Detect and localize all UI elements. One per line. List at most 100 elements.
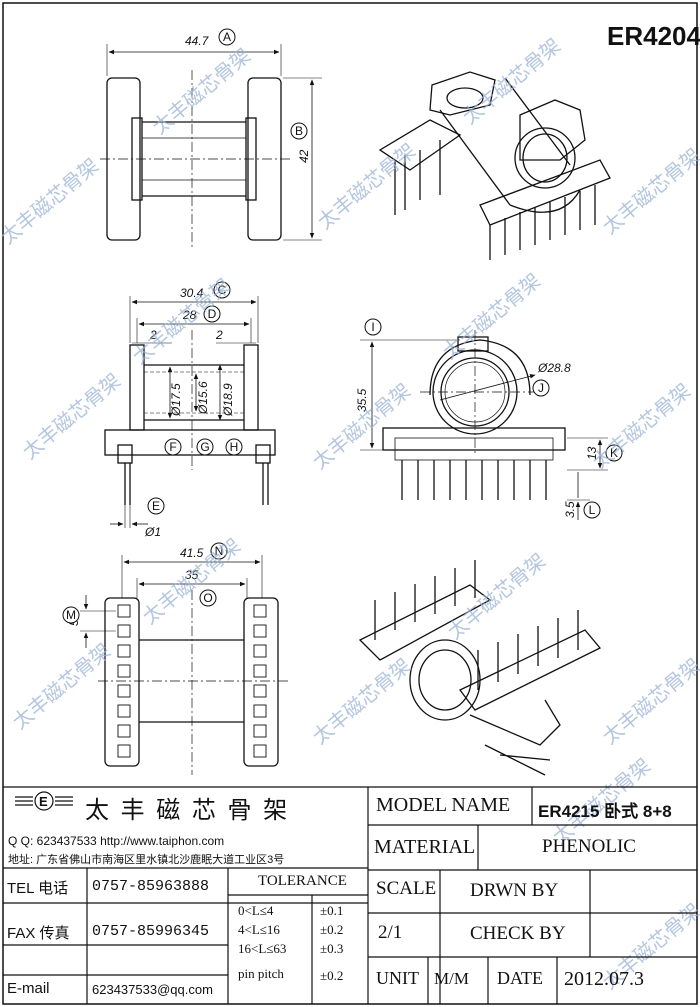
watermark-text: 太丰磁芯骨架 xyxy=(443,548,550,644)
svg-text:D: D xyxy=(208,307,217,321)
tolerance-value-4: ±0.2 xyxy=(320,968,344,983)
callout-B: B xyxy=(290,122,308,140)
company-name: 太 丰 磁 芯 骨 架 xyxy=(85,796,290,824)
watermark-text: 太丰磁芯骨架 xyxy=(438,268,545,364)
dim-E: Ø1 xyxy=(144,525,161,539)
watermark-text: 太丰磁芯骨架 xyxy=(308,653,415,749)
unit-value: M/M xyxy=(434,969,469,988)
company-logo xyxy=(15,791,73,811)
email-label: E-mail xyxy=(7,980,50,997)
callout-D: D xyxy=(203,305,221,323)
tolerance-value-3: ±0.3 xyxy=(320,941,344,956)
dim-O: 35 xyxy=(185,568,199,582)
date-label: DATE xyxy=(497,968,543,988)
title-block-grid xyxy=(3,786,697,1004)
tolerance-range-4: pin pitch xyxy=(238,966,284,981)
svg-text:O: O xyxy=(203,591,212,605)
material-value: PHENOLIC xyxy=(542,836,636,857)
callout-M: M xyxy=(62,606,80,624)
svg-text:N: N xyxy=(215,544,224,558)
watermark-text: 太丰磁芯骨架 xyxy=(18,368,125,464)
watermark-text: 太丰磁芯骨架 xyxy=(598,653,700,749)
company-address: 地址: 广东省佛山市南海区里水镇北沙鹿眠大道工业区3号 xyxy=(8,854,285,866)
dim-L: 3.5 xyxy=(563,501,577,518)
callout-N: N xyxy=(210,542,228,560)
svg-text:H: H xyxy=(230,440,239,454)
dim-K: 13 xyxy=(585,446,599,460)
view-front xyxy=(104,296,276,528)
dim-N: 41.5 xyxy=(180,546,204,560)
callout-J: J xyxy=(532,379,550,397)
tolerance-range-3: 16<L≤63 xyxy=(238,941,287,956)
callout-O: O xyxy=(199,589,217,607)
watermark-text: 太丰磁芯骨架 xyxy=(148,43,255,139)
check-by-label: CHECK BY xyxy=(470,923,566,944)
company-qq-web: Q Q: 623437533 http://www.taiphon.com xyxy=(8,834,225,848)
tolerance-range-1: 0<L≤4 xyxy=(238,903,274,918)
svg-text:A: A xyxy=(223,30,231,44)
callout-G: G xyxy=(196,438,214,456)
drawn-by-label: DRWN BY xyxy=(470,880,559,901)
dim-A: 44.7 xyxy=(185,34,210,48)
svg-text:G: G xyxy=(200,440,209,454)
dim-F: Ø17.5 xyxy=(169,383,183,417)
dim-I: 35.5 xyxy=(355,388,369,412)
dim-J: Ø28.8 xyxy=(537,361,571,375)
tolerance-header: TOLERANCE xyxy=(258,873,347,889)
callout-E: E xyxy=(147,497,165,515)
unit-label: UNIT xyxy=(376,968,419,988)
dim-flange-left: 2 xyxy=(149,328,157,342)
fax-value: 0757-85996345 xyxy=(92,923,210,940)
tel-value: 0757-85963888 xyxy=(92,878,210,895)
callout-H: H xyxy=(225,438,243,456)
svg-text:J: J xyxy=(538,381,544,395)
tolerance-value-1: ±0.1 xyxy=(320,903,344,918)
material-label: MATERIAL xyxy=(374,836,476,858)
svg-text:B: B xyxy=(295,124,303,138)
dim-B: 42 xyxy=(297,149,311,163)
svg-text:L: L xyxy=(589,503,596,517)
view-iso-2 xyxy=(358,560,602,776)
watermark-text: 太丰磁芯骨架 xyxy=(313,138,420,234)
model-name-value: ER4215 卧式 8+8 xyxy=(538,802,672,821)
watermark-text: 太丰磁芯骨架 xyxy=(458,33,565,129)
dim-G: Ø15.6 xyxy=(196,381,210,415)
callout-C: C xyxy=(213,281,231,299)
svg-text:C: C xyxy=(218,283,227,297)
view-iso-1 xyxy=(378,71,611,260)
watermark-text: 太丰磁芯骨架 xyxy=(8,638,115,734)
model-name-label: MODEL NAME xyxy=(376,794,511,816)
svg-text:E: E xyxy=(152,499,160,513)
callouts: A B CD E F G H I J K L M N O xyxy=(62,28,623,624)
watermark-text: 太丰磁芯骨架 xyxy=(588,378,695,474)
tolerance-range-2: 4<L≤16 xyxy=(238,922,280,937)
part-code: ER4204 xyxy=(607,21,700,51)
watermark-text: 太丰磁芯骨架 xyxy=(0,153,103,249)
watermark-text: 太丰磁芯骨架 xyxy=(598,143,700,239)
callout-F: F xyxy=(164,438,182,456)
fax-label: FAX 传真 xyxy=(7,925,70,942)
dim-flange-right: 2 xyxy=(215,328,223,342)
view-side xyxy=(360,330,608,520)
svg-text:K: K xyxy=(610,446,618,460)
logo-letter: E xyxy=(39,794,48,809)
dim-D: 28 xyxy=(182,308,197,322)
date-value: 2012.07.3 xyxy=(564,968,644,990)
svg-text:I: I xyxy=(371,320,374,334)
email-value: 623437533@qq.com xyxy=(92,982,213,997)
dim-C: 30.4 xyxy=(180,286,204,300)
view-bottom xyxy=(80,555,288,775)
svg-text:F: F xyxy=(169,440,176,454)
scale-label: SCALE xyxy=(376,878,437,899)
callout-A: A xyxy=(218,28,236,46)
scale-value: 2/1 xyxy=(378,922,403,943)
callout-L: L xyxy=(583,501,601,519)
view-top xyxy=(100,44,322,248)
tolerance-value-2: ±0.2 xyxy=(320,922,344,937)
tel-label: TEL 电话 xyxy=(7,880,69,897)
callout-I: I xyxy=(364,318,382,336)
dim-H: Ø18.9 xyxy=(221,383,235,417)
callout-K: K xyxy=(605,444,623,462)
